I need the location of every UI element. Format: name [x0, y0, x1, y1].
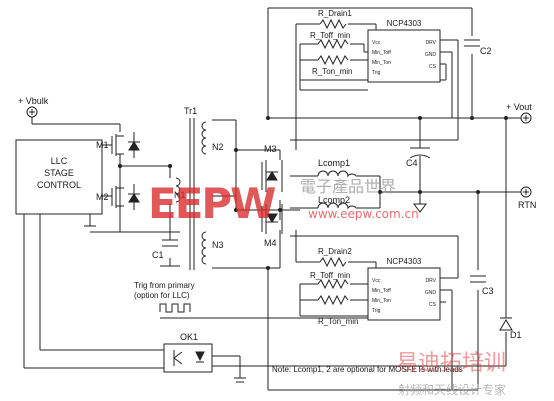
- label-lcomp1: Lcomp1: [318, 158, 350, 168]
- label-r-drain2: R_Drain2: [318, 247, 352, 256]
- resistors: [317, 18, 349, 306]
- label-n3: N3: [212, 240, 224, 250]
- watermark-url: www.eepw.com.cn: [308, 207, 419, 221]
- terminal-vbulk: [26, 106, 38, 118]
- watermark-cn3: 射频和天线设计专家: [398, 382, 506, 397]
- label-r-ton1: R_Ton_min: [312, 67, 352, 76]
- label-c1: C1: [152, 250, 164, 260]
- capacitor-c4: [409, 147, 431, 159]
- label-vbulk: + Vbulk: [18, 96, 49, 106]
- svg-text:STAGE: STAGE: [44, 168, 74, 178]
- label-r-ton2: R_Ton_min: [318, 317, 358, 326]
- label-m4: M4: [264, 238, 277, 248]
- svg-text:CONTROL: CONTROL: [37, 180, 81, 190]
- ic-ncp4303-bottom: [367, 267, 441, 321]
- inductor-lcomp2: [317, 202, 357, 210]
- llc-stage-control-block: [15, 139, 103, 215]
- label-ok1: OK1: [180, 332, 198, 342]
- watermark-cn1: 電子產品世界: [300, 177, 396, 196]
- label-trig-1: Trig from primary: [134, 281, 195, 290]
- svg-text:Vcc: Vcc: [372, 278, 381, 284]
- eepw-logo-watermark: EEPW: [148, 179, 278, 228]
- terminal-vout: [520, 112, 532, 124]
- svg-text:NCP4303: NCP4303: [387, 19, 422, 28]
- label-c2: C2: [480, 46, 492, 56]
- svg-text:Trig: Trig: [372, 308, 381, 314]
- capacitor-c1: [162, 239, 178, 247]
- ground-symbol: [413, 192, 427, 213]
- svg-text:GND: GND: [425, 290, 437, 296]
- mosfet-m2: [111, 184, 140, 210]
- svg-text:Min_Ton: Min_Ton: [372, 60, 391, 66]
- capacitor-c2: [464, 39, 480, 47]
- svg-text:NCP4303: NCP4303: [387, 257, 422, 266]
- svg-text:CS: CS: [429, 302, 437, 308]
- label-n2: N2: [212, 142, 224, 152]
- svg-text:EEPW: EEPW: [148, 179, 276, 228]
- label-tr1: Tr1: [184, 106, 197, 116]
- mosfet-m1: [111, 132, 140, 158]
- label-c3: C3: [482, 286, 494, 296]
- label-c4: C4: [406, 158, 418, 168]
- inductor-lcomp1: [317, 170, 357, 178]
- label-r-drain1: R_Drain1: [318, 9, 352, 18]
- label-lcomp2: Lcomp2: [318, 195, 350, 205]
- mosfet-m3: [261, 160, 283, 192]
- capacitor-c3: [470, 275, 486, 283]
- ic-ncp4303-top: [367, 29, 441, 83]
- label-rtn: RTN: [518, 200, 536, 210]
- label-d1: D1: [510, 330, 522, 340]
- label-r-toff2: R_Toff_min: [310, 271, 350, 280]
- label-trig-2: (option for LLC): [134, 291, 190, 300]
- svg-text:Min_Ton: Min_Ton: [372, 298, 391, 304]
- svg-text:CS: CS: [429, 64, 437, 70]
- ic-top-text: NCP4303 Vcc Min_Toff Min_Ton Trig DRV GN…: [372, 19, 437, 76]
- svg-text:Min_Toff: Min_Toff: [372, 50, 391, 56]
- note-text: Note: Lcomp1, 2 are optional for MOSFETs…: [272, 365, 463, 374]
- transformer-tr1: [175, 118, 207, 270]
- llc-label: LLC STAGE CONTROL: [37, 156, 81, 190]
- svg-text:DRV: DRV: [426, 40, 437, 46]
- svg-text:Vcc: Vcc: [372, 40, 381, 46]
- mosfet-m4: [261, 204, 283, 234]
- label-n1: N1: [174, 190, 186, 200]
- terminal-rtn: [520, 186, 532, 198]
- label-m3: M3: [264, 144, 277, 154]
- svg-text:DRV: DRV: [426, 278, 437, 284]
- label-m1: M1: [96, 140, 109, 150]
- label-r-toff1: R_Toff_min: [310, 31, 350, 40]
- svg-text:LLC: LLC: [51, 156, 68, 166]
- label-m2: M2: [96, 192, 109, 202]
- diode-d1: [499, 317, 513, 331]
- ic-bottom-text: NCP4303 Vcc Min_Toff Min_Ton Trig DRV GN…: [372, 257, 437, 314]
- svg-text:Min_Toff: Min_Toff: [372, 288, 391, 294]
- optocoupler-ok1: [163, 343, 213, 373]
- wiring: [23, 7, 526, 391]
- junctions: [118, 116, 508, 270]
- watermark-cn2: 易迪拓培训: [396, 351, 506, 376]
- label-vout: + Vout: [506, 102, 532, 112]
- svg-text:Trig: Trig: [372, 70, 381, 76]
- svg-text:GND: GND: [425, 52, 437, 58]
